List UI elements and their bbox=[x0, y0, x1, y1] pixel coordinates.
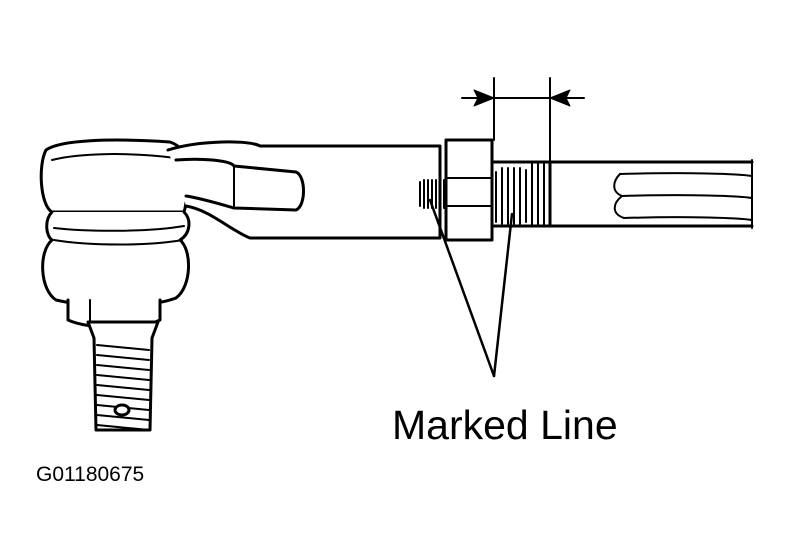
thread-left bbox=[419, 179, 445, 209]
ball-joint-housing bbox=[39, 138, 191, 329]
cotter-pin-hole bbox=[113, 403, 131, 417]
arrow-left-icon bbox=[549, 89, 571, 107]
marked-line-label: Marked Line bbox=[392, 402, 618, 448]
dimension-indicator bbox=[461, 77, 585, 163]
thread-right bbox=[495, 161, 545, 227]
tie-rod-end-arm bbox=[166, 140, 442, 240]
ball-stud bbox=[86, 320, 160, 432]
figure-id: G01180675 bbox=[36, 463, 145, 486]
callout-leader-lines bbox=[428, 198, 514, 378]
tie-rod bbox=[492, 159, 754, 229]
lock-nut bbox=[444, 138, 494, 242]
arrow-right-icon bbox=[473, 89, 495, 107]
